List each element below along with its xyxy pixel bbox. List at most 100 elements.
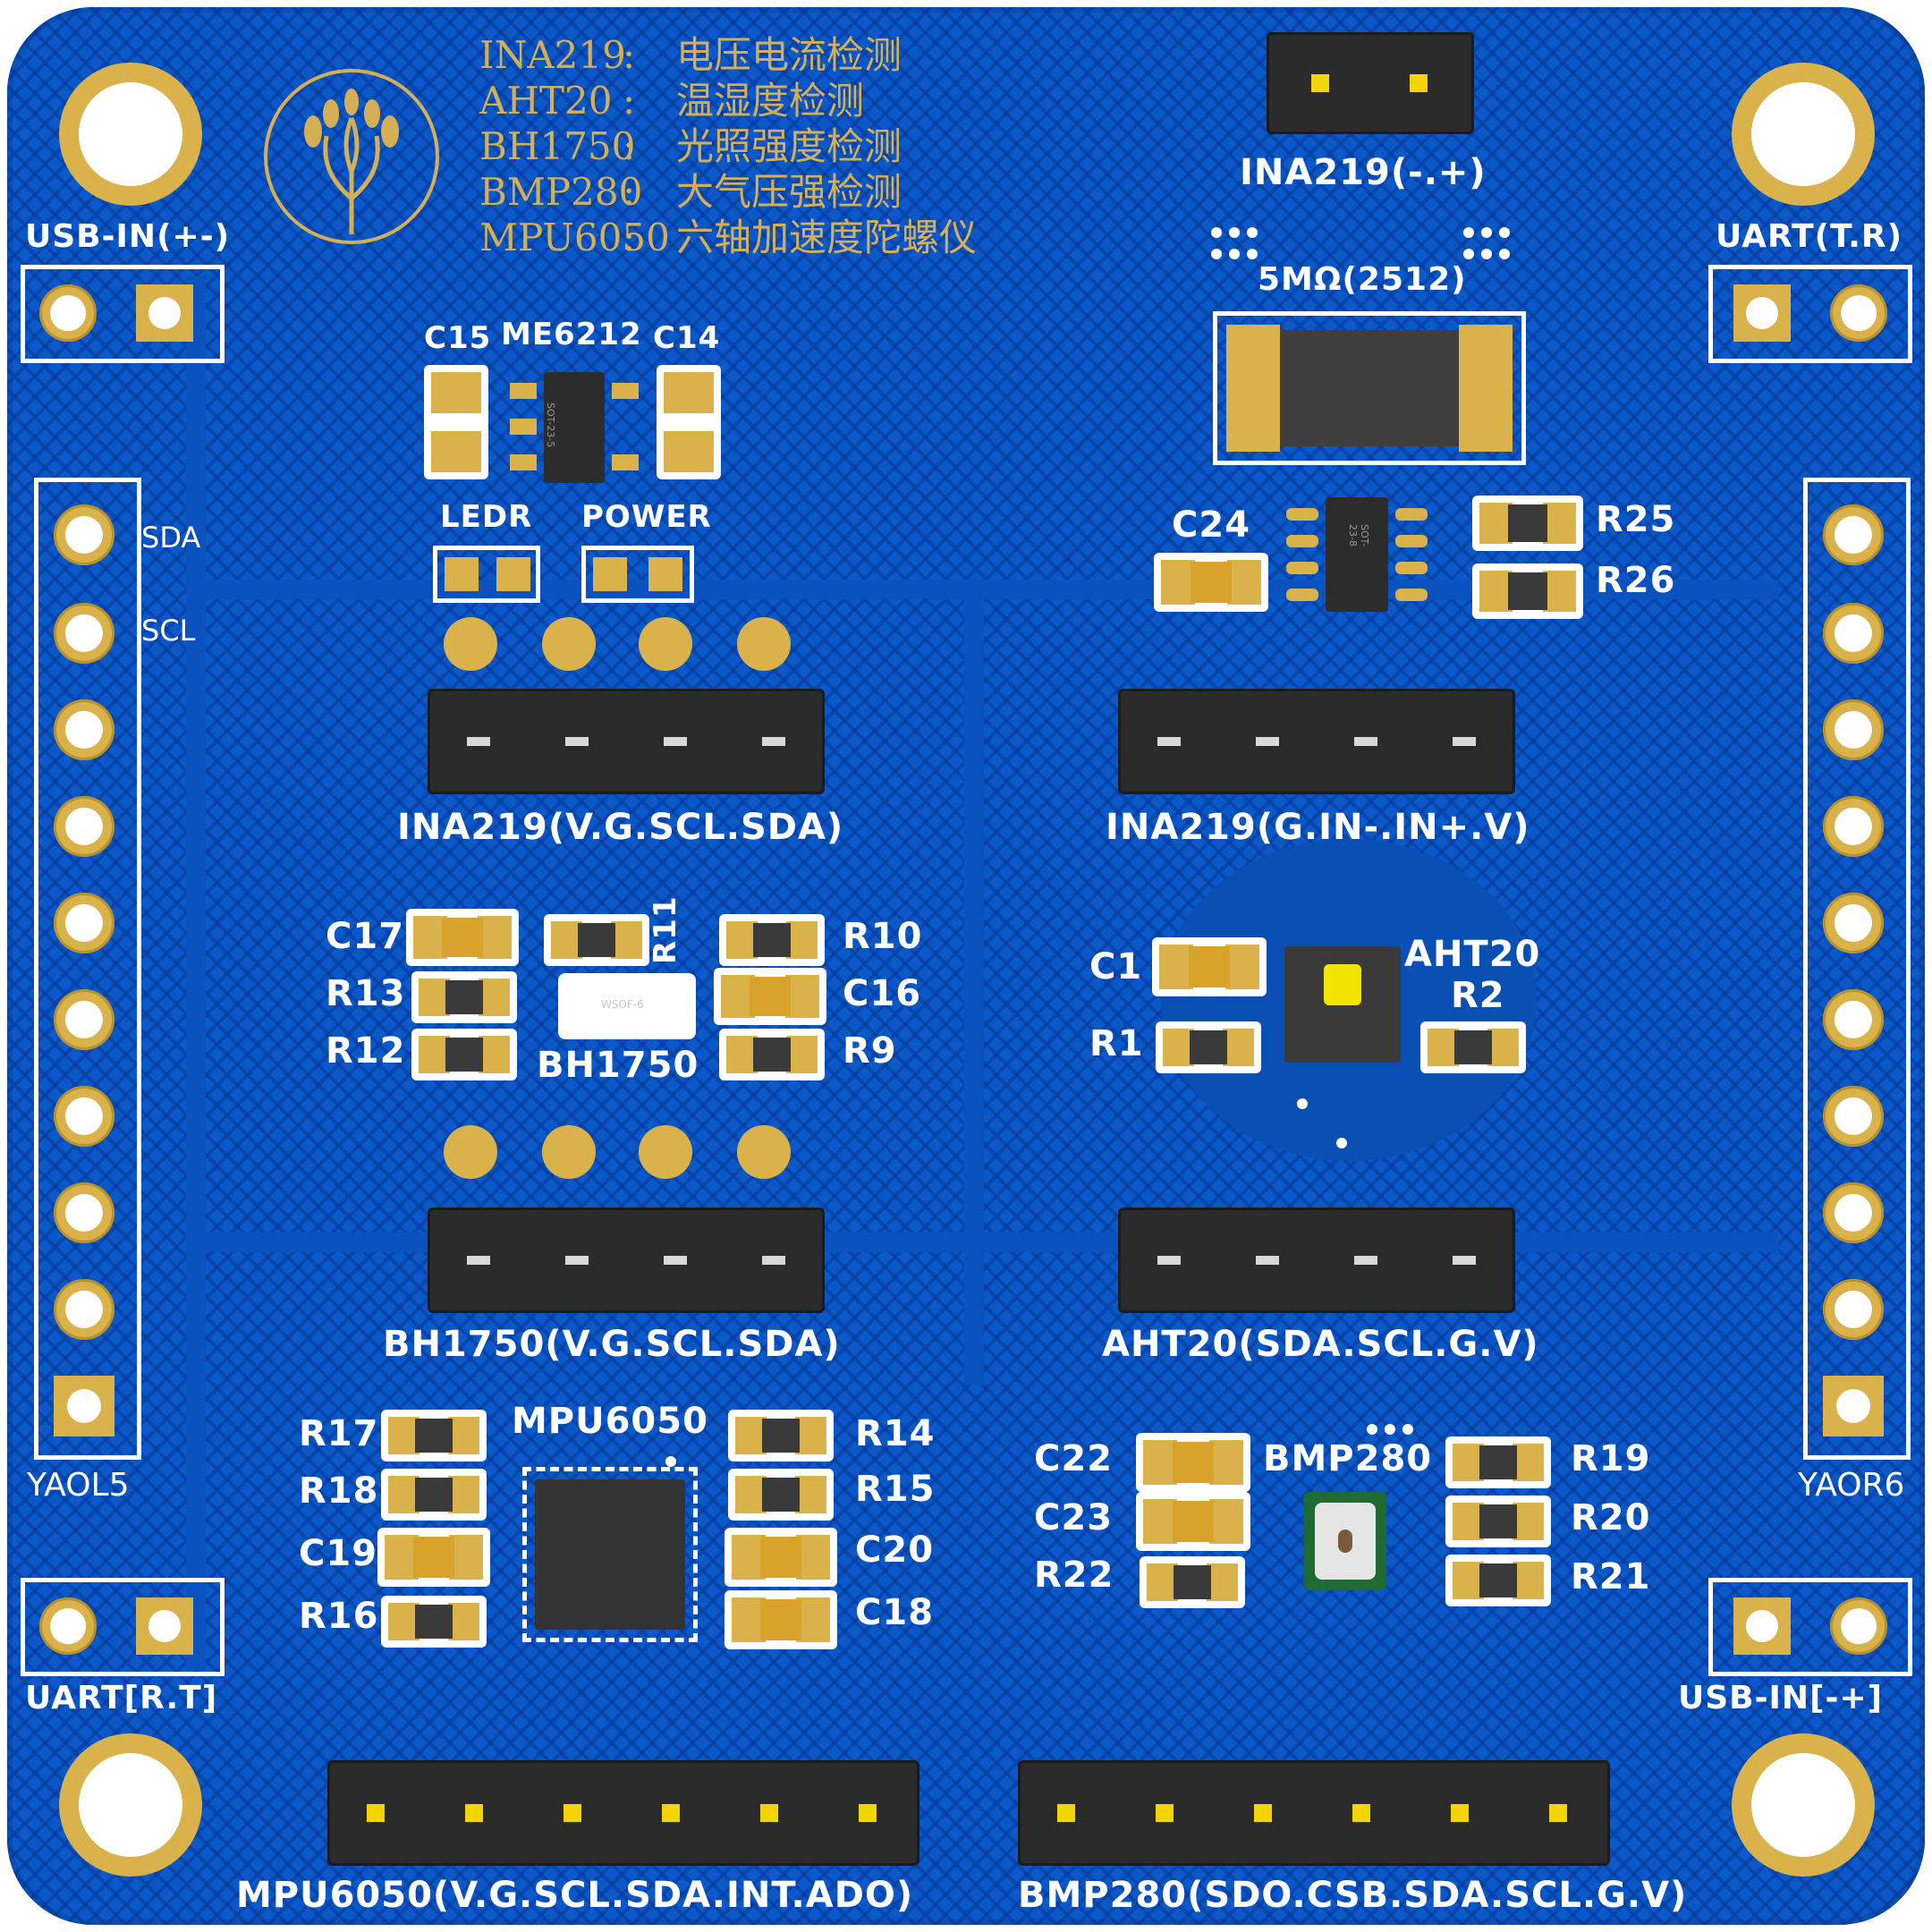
c15-label: C15 bbox=[424, 320, 492, 356]
pad bbox=[737, 617, 791, 671]
r21-label: R21 bbox=[1571, 1556, 1651, 1597]
pad bbox=[54, 989, 114, 1050]
mpu6050-label: MPU6050(V.G.SCL.SDA.INT.ADO) bbox=[236, 1875, 914, 1916]
pad bbox=[388, 1476, 420, 1513]
power-label: POWER bbox=[581, 499, 712, 535]
pad bbox=[431, 431, 481, 472]
bh1750-chip-label: BH1750 bbox=[537, 1045, 699, 1086]
pad bbox=[785, 1036, 818, 1073]
c14-label: C14 bbox=[653, 320, 721, 356]
pin bbox=[1453, 737, 1476, 746]
pad bbox=[1208, 1499, 1243, 1544]
mounting-hole-tr bbox=[1732, 63, 1875, 206]
pin bbox=[1286, 535, 1318, 547]
yaol5-label: YAOL5 bbox=[27, 1467, 130, 1504]
capacitor-c17 bbox=[406, 909, 519, 966]
via bbox=[1481, 227, 1492, 238]
pad bbox=[639, 617, 692, 671]
r17-label: R17 bbox=[299, 1413, 379, 1454]
pad bbox=[54, 1376, 114, 1436]
r20-label: R20 bbox=[1571, 1497, 1651, 1538]
pin bbox=[1286, 589, 1318, 601]
resistor-body bbox=[1479, 1445, 1518, 1479]
resistor-r16 bbox=[381, 1596, 487, 1648]
capacitor-c23 bbox=[1136, 1492, 1250, 1551]
note-sensor: MPU6050 bbox=[479, 216, 670, 259]
pad bbox=[54, 1279, 114, 1340]
pad bbox=[648, 557, 682, 591]
pin bbox=[1157, 737, 1181, 746]
via bbox=[1499, 227, 1510, 238]
resistor-r17 bbox=[381, 1410, 487, 1462]
usb-in-bottom-connector bbox=[1708, 1578, 1912, 1676]
resistor-body bbox=[761, 1478, 801, 1512]
capacitor-c24 bbox=[1154, 553, 1268, 612]
resistor-body bbox=[752, 923, 792, 957]
r13-label: R13 bbox=[326, 973, 406, 1014]
resistor-r25 bbox=[1472, 496, 1583, 551]
pin bbox=[1549, 1804, 1567, 1822]
shunt-label: 5MΩ(2512) bbox=[1258, 261, 1467, 298]
bmp280-chip-label: BMP280 bbox=[1263, 1438, 1433, 1479]
pin bbox=[760, 1804, 778, 1822]
pad bbox=[136, 1597, 193, 1655]
left-header-yaol5 bbox=[34, 478, 141, 1460]
pad bbox=[39, 284, 97, 342]
ina219-left-label: INA219(V.G.SCL.SDA) bbox=[397, 807, 844, 848]
note-sensor: INA219 bbox=[479, 33, 626, 77]
pad bbox=[1161, 560, 1196, 605]
pad bbox=[136, 284, 193, 342]
pad bbox=[542, 617, 596, 671]
resistor-r18 bbox=[381, 1469, 487, 1521]
mounting-hole-bl bbox=[59, 1733, 202, 1877]
pad bbox=[1512, 1503, 1544, 1540]
pin bbox=[1395, 535, 1428, 547]
via bbox=[1402, 1424, 1413, 1435]
pad bbox=[1830, 1597, 1887, 1655]
pad bbox=[721, 975, 755, 1018]
note-row: MPU6050:六轴加速度陀螺仪 bbox=[479, 215, 977, 260]
pad bbox=[794, 1476, 826, 1513]
pin bbox=[564, 1804, 581, 1822]
via bbox=[1336, 1138, 1347, 1148]
pad bbox=[496, 557, 530, 591]
via bbox=[1367, 1424, 1377, 1435]
usb-in-top-connector bbox=[21, 265, 225, 363]
r26-label: R26 bbox=[1596, 560, 1676, 601]
pad bbox=[1830, 284, 1887, 342]
yaor6-label: YAOR6 bbox=[1798, 1467, 1905, 1504]
resistor-body bbox=[1189, 1030, 1228, 1064]
pin bbox=[1451, 1804, 1469, 1822]
r22-label: R22 bbox=[1034, 1555, 1114, 1596]
via bbox=[1463, 249, 1474, 259]
pad bbox=[1823, 1086, 1884, 1147]
pad bbox=[1823, 796, 1884, 857]
pad bbox=[610, 921, 642, 959]
c1-label: C1 bbox=[1089, 946, 1143, 987]
pin bbox=[1352, 1804, 1370, 1822]
pad bbox=[1542, 571, 1576, 612]
pad bbox=[1147, 1563, 1179, 1601]
resistor-r15 bbox=[728, 1469, 834, 1521]
scl-label: SCL bbox=[141, 614, 196, 648]
pin bbox=[664, 737, 687, 746]
pad bbox=[796, 1535, 830, 1580]
bmp280-header bbox=[1018, 1760, 1610, 1866]
shunt-resistor bbox=[1213, 311, 1526, 465]
aht20-chip-label: AHT20 bbox=[1404, 934, 1541, 975]
pad bbox=[785, 975, 819, 1018]
resistor-body bbox=[445, 980, 484, 1014]
pad bbox=[1512, 1444, 1544, 1481]
pin bbox=[859, 1804, 877, 1822]
pin bbox=[1410, 74, 1428, 92]
pin bbox=[1286, 562, 1318, 574]
note-description: 大气压强检测 bbox=[676, 170, 902, 214]
via bbox=[1481, 249, 1492, 259]
pin bbox=[662, 1804, 680, 1822]
pad bbox=[664, 431, 714, 472]
resistor-r14 bbox=[728, 1410, 834, 1462]
capacitor-c20 bbox=[724, 1528, 837, 1587]
c23-label: C23 bbox=[1034, 1497, 1114, 1538]
pad bbox=[1224, 945, 1259, 989]
